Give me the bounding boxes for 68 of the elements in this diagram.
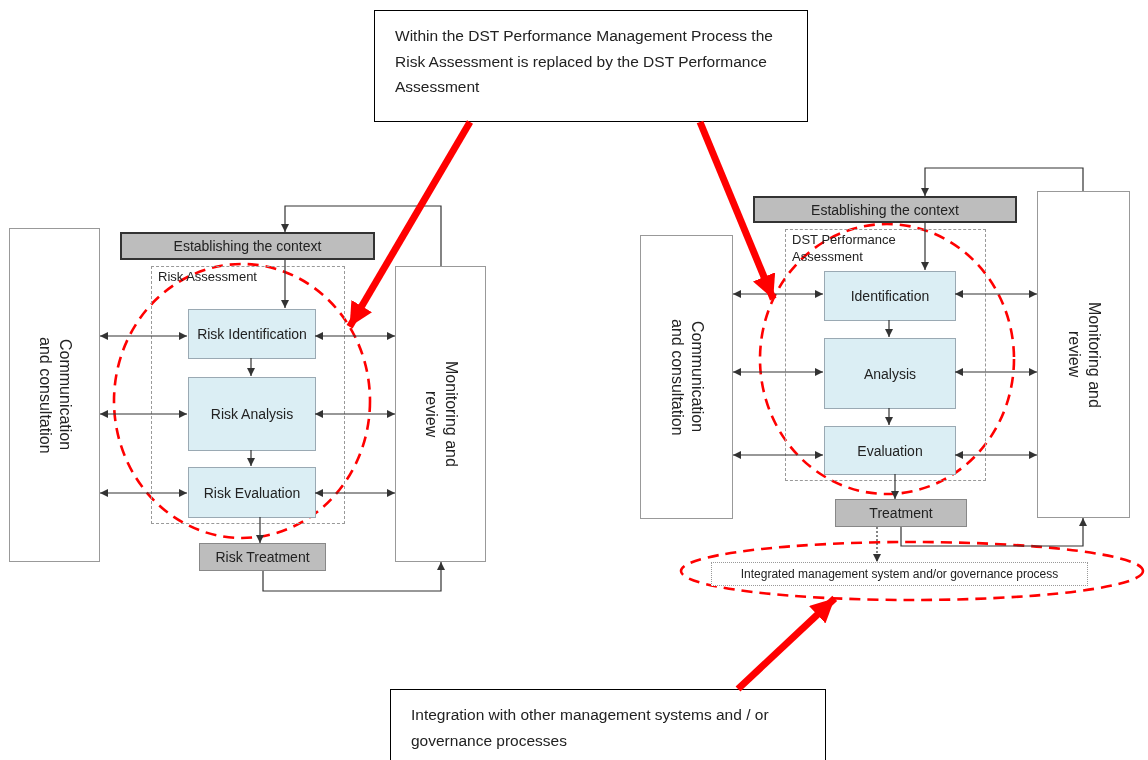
arrow bbox=[954, 290, 1038, 298]
box-label: Integrated management system and/or governance process bbox=[740, 567, 1059, 581]
arrow bbox=[281, 205, 442, 267]
process-box bbox=[188, 377, 316, 451]
box-label: Treatment bbox=[869, 505, 933, 521]
dotted-box bbox=[711, 562, 1088, 586]
arrow bbox=[732, 368, 824, 376]
arrow bbox=[732, 451, 824, 459]
callout-text: Integration with other management systems and / or governance processes bbox=[411, 706, 769, 749]
arrow bbox=[314, 332, 396, 340]
arrow bbox=[954, 451, 1038, 459]
box-label: Establishing the context bbox=[811, 201, 959, 218]
side-box bbox=[1037, 191, 1130, 518]
box-label: Risk Analysis bbox=[210, 406, 294, 422]
box-label: Communication and consultation bbox=[667, 317, 708, 438]
box-label: Establishing the context bbox=[173, 238, 322, 254]
arrow bbox=[873, 526, 881, 563]
side-box bbox=[640, 235, 733, 519]
context-box bbox=[753, 196, 1017, 223]
callout-box bbox=[390, 689, 826, 760]
arrow bbox=[885, 407, 893, 426]
callout-box bbox=[374, 10, 808, 122]
arrow bbox=[314, 410, 396, 418]
process-box bbox=[824, 426, 956, 475]
arrow bbox=[314, 489, 396, 497]
treatment-box bbox=[199, 543, 326, 571]
arrow bbox=[99, 489, 188, 497]
treatment-box bbox=[835, 499, 967, 527]
process-box bbox=[824, 271, 956, 321]
arrow bbox=[885, 319, 893, 338]
box-label: Communication and consultation bbox=[35, 335, 76, 456]
group-title: Risk Assessment bbox=[158, 269, 258, 286]
arrow bbox=[247, 357, 255, 377]
context-box bbox=[120, 232, 375, 260]
box-label: Monitoring and review bbox=[421, 360, 462, 469]
box-label: Monitoring and review bbox=[1064, 300, 1105, 410]
arrow bbox=[954, 368, 1038, 376]
process-box bbox=[824, 338, 956, 409]
process-box bbox=[188, 309, 316, 359]
arrow bbox=[732, 290, 824, 298]
arrow bbox=[696, 120, 777, 301]
box-label: Risk Identification bbox=[197, 326, 307, 342]
dashed-ellipse bbox=[679, 540, 1145, 602]
side-box bbox=[9, 228, 100, 562]
arrow bbox=[891, 473, 899, 500]
callout-text: Within the DST Performance Management Process the Risk Assessment is replaced by the DST Performance Assessment bbox=[395, 27, 773, 96]
arrow bbox=[256, 516, 264, 544]
box-label: Evaluation bbox=[857, 442, 923, 459]
arrow bbox=[99, 332, 188, 340]
box-label: Identification bbox=[850, 288, 930, 304]
box-label: Risk Evaluation bbox=[203, 484, 301, 501]
arrow bbox=[247, 449, 255, 467]
arrow bbox=[921, 167, 1084, 197]
arrow bbox=[900, 517, 1087, 547]
box-label: Analysis bbox=[863, 365, 917, 382]
dashed-ellipse bbox=[758, 222, 1016, 496]
box-label: Risk Treatment bbox=[215, 549, 310, 565]
side-box bbox=[395, 266, 486, 562]
dashed-ellipse bbox=[112, 262, 372, 540]
arrow bbox=[921, 222, 929, 271]
dashed-group-box bbox=[785, 229, 986, 481]
arrow bbox=[281, 259, 289, 309]
arrow bbox=[735, 595, 838, 692]
dashed-group-box bbox=[151, 266, 345, 524]
arrow bbox=[262, 561, 445, 592]
process-box bbox=[188, 467, 316, 518]
arrow bbox=[99, 410, 188, 418]
arrow bbox=[346, 120, 473, 329]
